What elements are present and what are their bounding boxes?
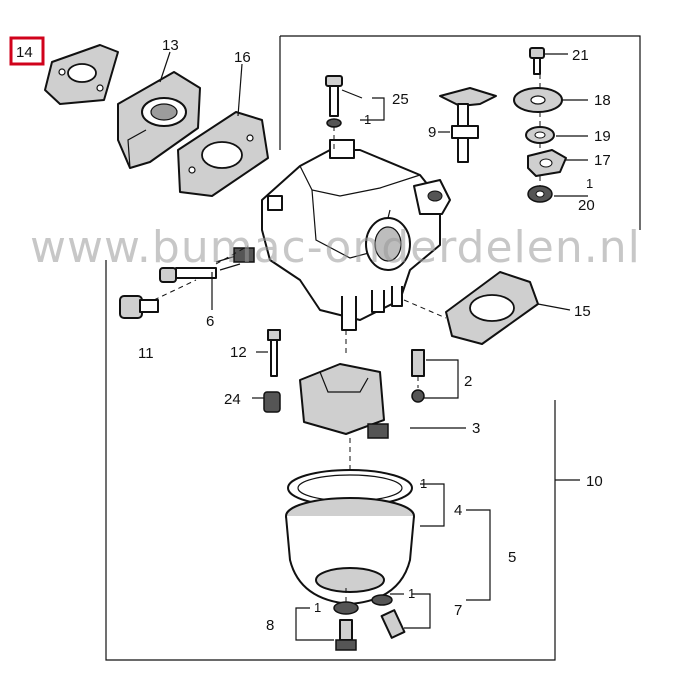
- jet-24: [263, 391, 281, 413]
- nut-20: [527, 185, 553, 203]
- sublabel-8: 1: [314, 600, 321, 615]
- label-5: 5: [508, 549, 516, 566]
- sublabel-20: 1: [586, 176, 593, 191]
- screw-21: [529, 47, 545, 75]
- float: [299, 363, 389, 439]
- gasket-15: [445, 271, 539, 345]
- label-20: 20: [578, 197, 595, 214]
- label-21: 21: [572, 47, 589, 64]
- label-6: 6: [206, 313, 214, 330]
- seal-19: [525, 126, 555, 144]
- gasket-16: [177, 111, 269, 197]
- float-bowl: [285, 469, 415, 605]
- label-4: 4: [454, 502, 462, 519]
- label-12: 12: [230, 344, 247, 361]
- bolt-8: [333, 601, 359, 651]
- pilot-screw-6: [159, 247, 255, 283]
- label-10: 10: [586, 473, 603, 490]
- label-18: 18: [594, 92, 611, 109]
- carburetor-body: [261, 139, 451, 331]
- label-7: 7: [454, 602, 462, 619]
- watermark-text: www.bumac-onderdelen.nl: [30, 222, 641, 273]
- screw-25: [325, 75, 343, 128]
- part-labels: 14 13 16 21 25 1 18 9 19 17 1 20 11 6 15…: [16, 37, 611, 634]
- sublabel-25: 1: [364, 112, 371, 127]
- label-9: 9: [428, 124, 436, 141]
- label-11: 11: [138, 345, 154, 362]
- screw-12: [267, 329, 281, 377]
- label-19: 19: [594, 128, 611, 145]
- sublabel-4: 1: [420, 476, 427, 491]
- washer-18: [513, 87, 563, 113]
- choke-shaft-9: [439, 87, 497, 163]
- screw-11: [119, 295, 159, 319]
- label-15: 15: [574, 303, 591, 320]
- label-13: 13: [162, 37, 179, 54]
- label-24: 24: [224, 391, 241, 408]
- label-25: 25: [392, 91, 409, 108]
- sublabel-7: 1: [408, 586, 415, 601]
- gasket-14: [44, 44, 119, 105]
- lever-17: [527, 149, 567, 177]
- assembly-frame: [105, 35, 641, 661]
- explosion-guides: [333, 74, 541, 602]
- label-14: 14: [16, 44, 33, 61]
- insulator-13: [117, 71, 201, 169]
- screw-7: [371, 594, 406, 639]
- highlight-box: [9, 36, 45, 66]
- leader-lines: [153, 51, 588, 641]
- label-2: 2: [464, 373, 472, 390]
- label-8: 8: [266, 617, 274, 634]
- label-16: 16: [234, 49, 251, 66]
- label-17: 17: [594, 152, 611, 169]
- label-3: 3: [472, 420, 480, 437]
